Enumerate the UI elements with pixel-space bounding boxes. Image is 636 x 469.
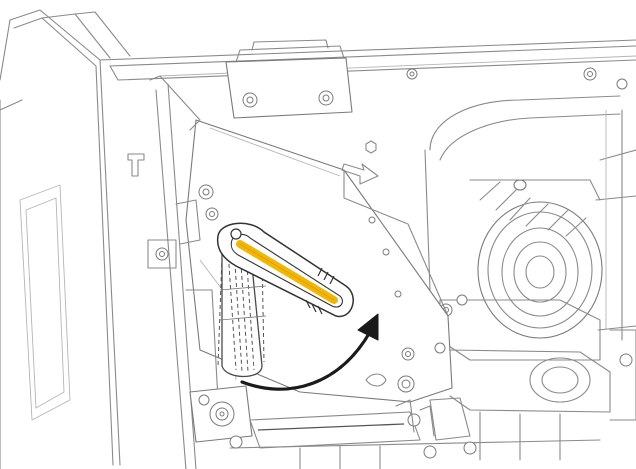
lower-right-rollers [439, 294, 636, 461]
rotation-arrow-icon [240, 313, 379, 391]
bottom-mechanism [189, 385, 601, 469]
lever-handle-icon [216, 222, 354, 318]
top-bracket [225, 39, 628, 119]
top-panel [99, 39, 636, 81]
plate-symbols [127, 140, 379, 185]
left-cover-frame [0, 9, 131, 469]
ribbon-spindle [424, 95, 636, 341]
